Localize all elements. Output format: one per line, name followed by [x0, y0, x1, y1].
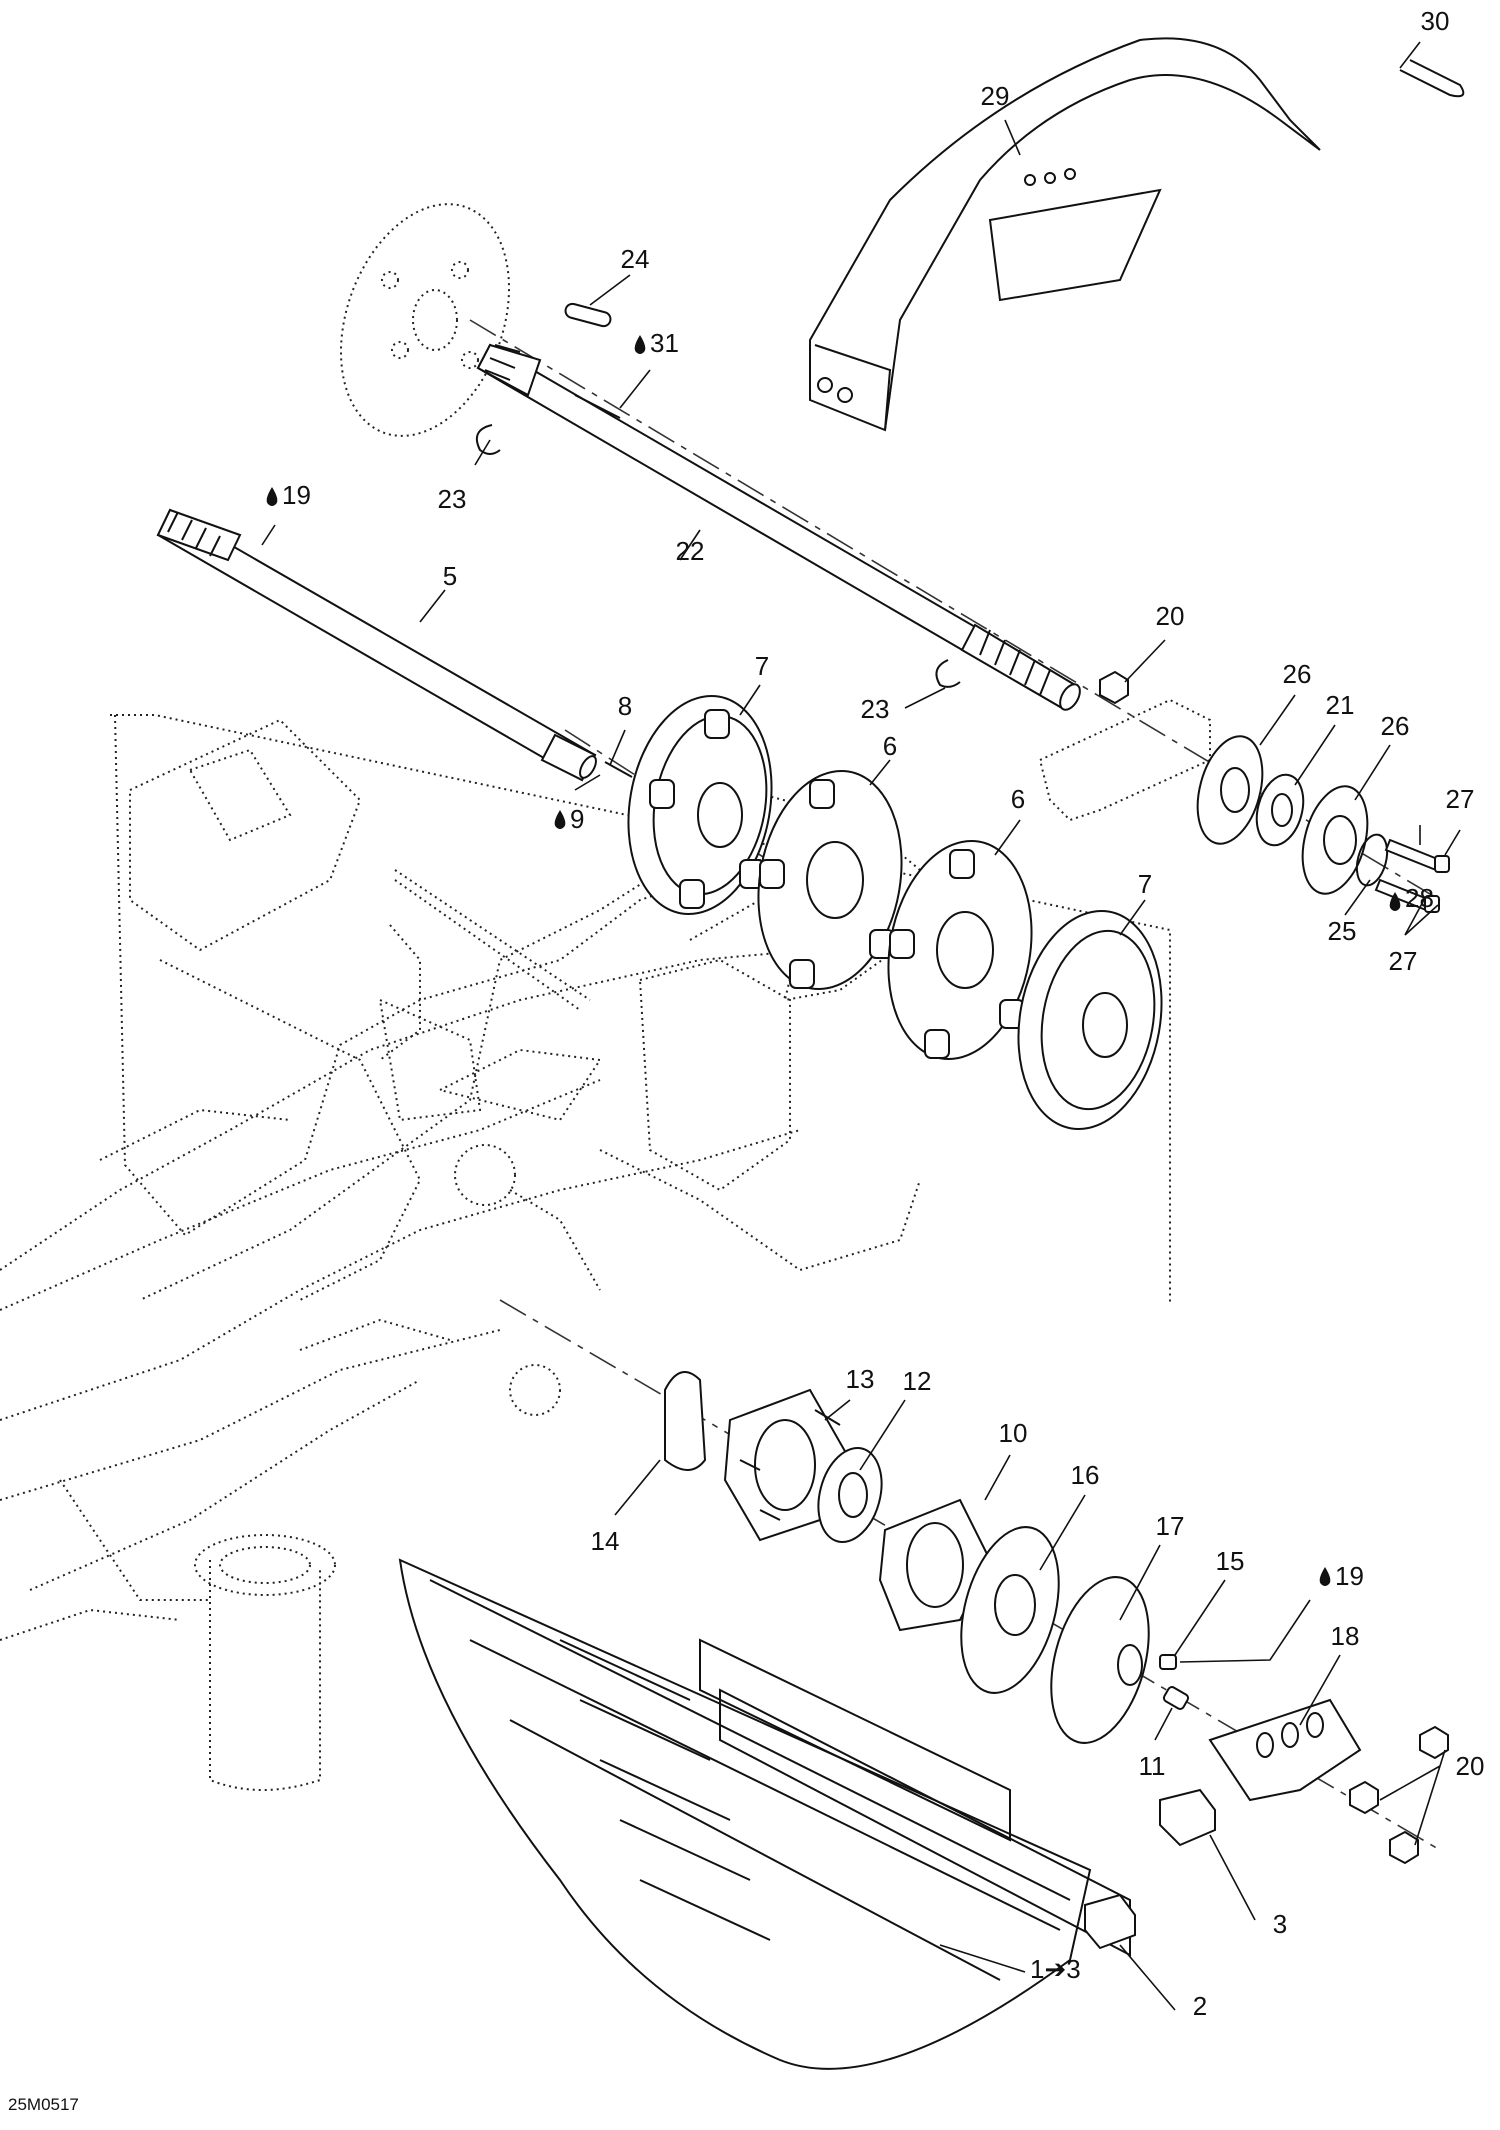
callout-7-right: 7: [1138, 869, 1152, 899]
part-12-bearing: [817, 1446, 883, 1544]
callout-12: 12: [903, 1366, 932, 1396]
callout-10: 10: [999, 1418, 1028, 1448]
callout-22: 22: [676, 536, 705, 566]
part-6-sprocket-2: [887, 839, 1033, 1061]
part-20-nuts-lower: [1349, 1725, 1449, 1865]
callout-16: 16: [1071, 1460, 1100, 1490]
callout-19-upper: 19: [282, 480, 311, 510]
part-24-key: [564, 302, 612, 328]
callout-labels: 30 29 24 31 23 22 19 5 20 7 26 21 26 8 2…: [8, 6, 1484, 2114]
part-23-circlip-lower: [935, 659, 961, 688]
callout-26-b: 26: [1381, 711, 1410, 741]
lubricant-drop-icon-19-upper: [266, 487, 278, 506]
part-25-ring: [1355, 833, 1389, 887]
chassis-frame-phantom: [0, 714, 1171, 1791]
part-7-sprocket-left: [627, 694, 773, 916]
part-18-bracket: [1208, 1698, 1362, 1802]
part-11-adjuster-bolt: [1162, 1686, 1190, 1710]
callout-6-a: 6: [883, 731, 897, 761]
lubricant-drop-icons: [266, 335, 1401, 1586]
callout-6-b: 6: [1011, 784, 1025, 814]
callout-3: 3: [1273, 1909, 1287, 1939]
callout-5: 5: [443, 561, 457, 591]
part-6-sprocket-1: [757, 769, 903, 991]
callout-17: 17: [1156, 1511, 1185, 1541]
part-3-clip: [1159, 1788, 1216, 1847]
callout-13: 13: [846, 1364, 875, 1394]
part-20-nut-upper: [1099, 670, 1129, 705]
part-5-drive-axle: [156, 508, 597, 782]
callout-27-a: 27: [1446, 784, 1475, 814]
callout-21: 21: [1326, 690, 1355, 720]
lubricant-drop-icon-19-lower: [1319, 1567, 1331, 1586]
leader-lines: [261, 41, 1461, 2011]
part-26-plate-b: [1301, 785, 1369, 895]
callout-20-lower: 20: [1456, 1751, 1485, 1781]
brake-disc-phantom: [339, 203, 511, 437]
part-14-spacer: [664, 1371, 707, 1471]
callout-2: 2: [1193, 1991, 1207, 2021]
callout-14: 14: [591, 1526, 620, 1556]
part-17-bearing-cover: [1050, 1576, 1150, 1744]
part-23-circlip-upper: [476, 424, 501, 455]
callout-29: 29: [981, 81, 1010, 111]
part-30-clip: [1399, 59, 1465, 98]
callout-11: 11: [1139, 1751, 1166, 1781]
callout-25: 25: [1328, 916, 1357, 946]
reference-code: 25M0517: [8, 2095, 79, 2114]
callout-1-to-3: 1➔3: [1030, 1954, 1081, 1984]
part-21-bearing: [1255, 773, 1305, 847]
callout-23-lower: 23: [861, 694, 890, 724]
callout-8: 8: [618, 691, 632, 721]
callout-23-upper: 23: [438, 484, 467, 514]
lubricant-drop-icon-9: [554, 810, 566, 829]
part-10-bearing-holder: [878, 1498, 992, 1632]
callout-15: 15: [1216, 1546, 1245, 1576]
callout-19-lower: 19: [1335, 1561, 1364, 1591]
part-1-track: [398, 1558, 1131, 2070]
callout-24: 24: [621, 244, 650, 274]
part-29-track-guard: [809, 37, 1321, 432]
part-22-drive-shaft: [476, 343, 1081, 711]
callout-30: 30: [1421, 6, 1450, 36]
lubricant-drop-icon-31: [634, 335, 646, 354]
callout-9: 9: [570, 804, 584, 834]
callout-31: 31: [650, 328, 679, 358]
callout-7-left: 7: [755, 651, 769, 681]
part-16-plate: [960, 1526, 1060, 1694]
callout-28: 28: [1405, 883, 1434, 913]
callout-27-b: 27: [1389, 946, 1418, 976]
part-2-clip: [1084, 1893, 1136, 1950]
part-housing-upper-phantom: [1038, 698, 1211, 822]
lubricant-drop-icon-28: [1389, 892, 1401, 911]
callout-20-upper: 20: [1156, 601, 1185, 631]
part-26-plate-a: [1196, 735, 1264, 845]
callout-26-a: 26: [1283, 659, 1312, 689]
part-7-sprocket-right: [1017, 909, 1163, 1131]
part-15-grease-fitting: [1159, 1654, 1177, 1670]
callout-18: 18: [1331, 1621, 1360, 1651]
